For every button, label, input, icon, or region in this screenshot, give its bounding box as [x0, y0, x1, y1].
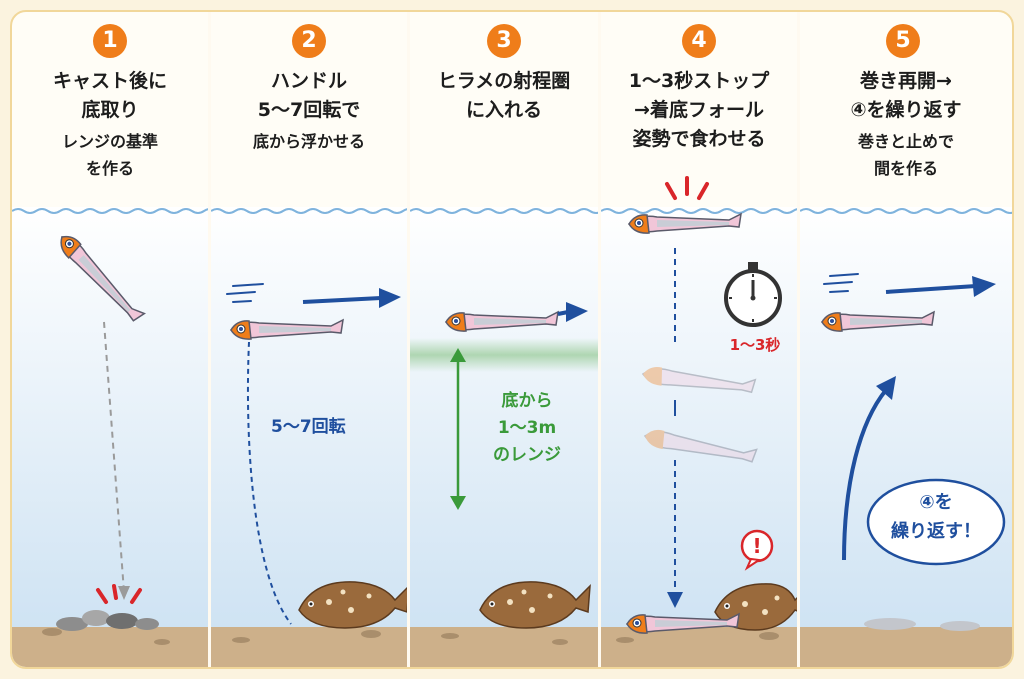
- arrow-down-icon: [450, 496, 466, 510]
- step-subtitle: 巻きと止めで 間を作る: [800, 128, 1012, 182]
- title-line: ハンドル: [270, 70, 347, 92]
- arrow-up-icon: [876, 376, 896, 400]
- step-subtitle: レンジの基準 を作る: [12, 128, 208, 182]
- title-line: 1～3秒ストップ: [628, 70, 770, 92]
- title-line: ヒラメの射程圏: [437, 70, 571, 92]
- title-line: ④を繰り返す: [850, 99, 962, 121]
- panel-step-4: 4 1～3秒ストップ →着底フォール 姿勢で食わせる: [601, 12, 797, 667]
- rotation-label: 5～7回転: [271, 417, 346, 437]
- step-subtitle: 底から浮かせる: [211, 128, 407, 155]
- subtitle-line: 底から浮かせる: [252, 132, 365, 151]
- title-line: 巻き再開→: [860, 70, 952, 92]
- repeat-bubble: [866, 478, 1006, 566]
- stones: [56, 610, 159, 631]
- bubble-line: 繰り返す！: [891, 521, 981, 542]
- arrow-down-icon: [667, 592, 683, 608]
- timer-label: 1～3秒: [729, 336, 781, 354]
- title-line: →着底フォール: [634, 99, 764, 121]
- step-badge: 3: [487, 24, 521, 58]
- step-badge: 5: [886, 24, 920, 58]
- diagram-frame: 1 キャスト後に 底取り レンジの基準 を作る: [10, 10, 1014, 669]
- subtitle-line: 間を作る: [873, 159, 938, 178]
- panel-step-2: 2 ハンドル 5～7回転で 底から浮かせる: [211, 12, 407, 667]
- title-line: 姿勢で食わせる: [632, 128, 766, 150]
- title-line: 5～7回転で: [257, 99, 361, 121]
- step-title: キャスト後に 底取り: [12, 67, 208, 125]
- water-background: [410, 207, 598, 667]
- impact-mark: [96, 584, 142, 604]
- range-label-line: のレンジ: [493, 445, 561, 465]
- flounder-icon: [298, 581, 407, 629]
- range-label-line: 底から: [501, 391, 553, 411]
- stopwatch-icon: [724, 262, 782, 327]
- lure-ghost: [643, 429, 758, 463]
- flounder-icon: [479, 581, 591, 629]
- subtitle-line: を作る: [85, 159, 134, 178]
- title-line: に入れる: [465, 99, 542, 121]
- arrow-right-icon: [566, 302, 588, 322]
- subtitle-line: レンジの基準: [61, 132, 158, 151]
- alert-text: !: [752, 534, 761, 558]
- lure-icon: [625, 612, 740, 634]
- title-line: 底取り: [81, 99, 139, 121]
- range-label-line: 1～3m: [497, 418, 557, 438]
- speed-lines: [226, 283, 264, 303]
- speed-lines: [823, 273, 859, 293]
- arrow-right-icon: [379, 288, 401, 308]
- panel-divider: [208, 12, 211, 667]
- repeat-bubble-text: ④を 繰り返す！: [878, 488, 994, 546]
- lure-ghost: [641, 366, 757, 394]
- panel-step-1: 1 キャスト後に 底取り レンジの基準 を作る: [12, 12, 208, 667]
- range-label: 底から 1～3m のレンジ: [472, 388, 582, 469]
- panel-step-5: 5 巻き再開→ ④を繰り返す 巻きと止めで 間を作る: [800, 12, 1012, 667]
- exclamation-bubble-icon: [740, 529, 774, 571]
- range-band: [410, 338, 598, 372]
- water-background: [211, 207, 407, 667]
- step-title: 巻き再開→ ④を繰り返す: [800, 67, 1012, 125]
- subtitle-line: 巻きと止めで: [857, 132, 954, 151]
- panel-step-3: 3 ヒラメの射程圏 に入れる 底から 1～3m: [410, 12, 598, 667]
- water-background: [12, 207, 208, 667]
- lure-icon: [444, 310, 559, 332]
- panel-divider: [407, 12, 410, 667]
- step-title: ハンドル 5～7回転で: [211, 67, 407, 125]
- step-title: 1～3秒ストップ →着底フォール 姿勢で食わせる: [601, 67, 797, 154]
- lure-icon: [627, 212, 742, 234]
- arrow-right-icon: [972, 276, 996, 297]
- title-line: キャスト後に: [52, 70, 167, 92]
- step-badge: 2: [292, 24, 326, 58]
- panel-divider: [797, 12, 800, 667]
- lure-icon: [229, 318, 344, 340]
- arrow-up-icon: [450, 348, 466, 362]
- stop-mark: [665, 176, 709, 200]
- step-badge: 1: [93, 24, 127, 58]
- lure-icon: [820, 310, 935, 332]
- lure-icon: [60, 235, 146, 322]
- bubble-line: ④を: [919, 492, 953, 513]
- panel-divider: [598, 12, 601, 667]
- step-badge: 4: [682, 24, 716, 58]
- step-title: ヒラメの射程圏 に入れる: [410, 67, 598, 125]
